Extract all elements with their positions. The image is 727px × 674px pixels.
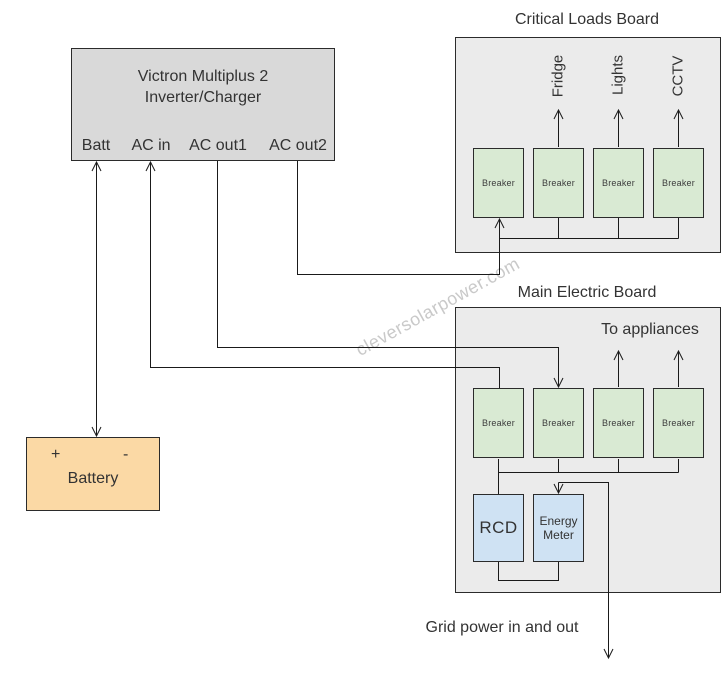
rcd-box: RCD (473, 494, 524, 562)
critical-breaker-2: Breaker (533, 148, 584, 218)
battery-label: Battery (67, 470, 119, 487)
battery-box: + - Battery (26, 437, 160, 511)
load-label-fridge: Fridge (549, 54, 567, 98)
appliances-label: To appliances (601, 321, 699, 338)
inverter-title: Victron Multiplus 2 Inverter/Charger (71, 66, 335, 108)
wire-ac-in (145, 160, 500, 388)
grid-power-label: Grid power in and out (425, 619, 579, 636)
inverter-box (71, 48, 335, 161)
battery-minus-terminal: - (123, 446, 129, 463)
arrow-down-icon (603, 648, 614, 660)
load-label-cctv: CCTV (669, 55, 687, 97)
critical-breaker-4: Breaker (653, 148, 704, 218)
battery-plus-terminal: + (51, 446, 61, 463)
load-label-lights: Lights (609, 54, 627, 96)
inverter-title-line2: Inverter/Charger (144, 89, 262, 106)
main-breaker-2: Breaker (533, 388, 584, 458)
main-breaker-3: Breaker (593, 388, 644, 458)
wire-battery (91, 160, 102, 438)
terminal-ac-out2: AC out2 (269, 137, 327, 154)
critical-breaker-3: Breaker (593, 148, 644, 218)
critical-board-title: Critical Loads Board (514, 11, 660, 28)
energy-meter-box: Energy Meter (533, 494, 584, 562)
main-breaker-1: Breaker (473, 388, 524, 458)
arrow-down-icon (91, 426, 102, 438)
critical-breaker-1: Breaker (473, 148, 524, 218)
inverter-title-line1: Victron Multiplus 2 (137, 68, 269, 85)
terminal-ac-in: AC in (131, 137, 171, 154)
main-breaker-4: Breaker (653, 388, 704, 458)
main-board-title: Main Electric Board (517, 284, 657, 301)
terminal-batt: Batt (81, 137, 111, 154)
arrow-up-icon (145, 160, 156, 172)
terminal-ac-out1: AC out1 (189, 137, 247, 154)
arrow-up-icon (91, 160, 102, 172)
